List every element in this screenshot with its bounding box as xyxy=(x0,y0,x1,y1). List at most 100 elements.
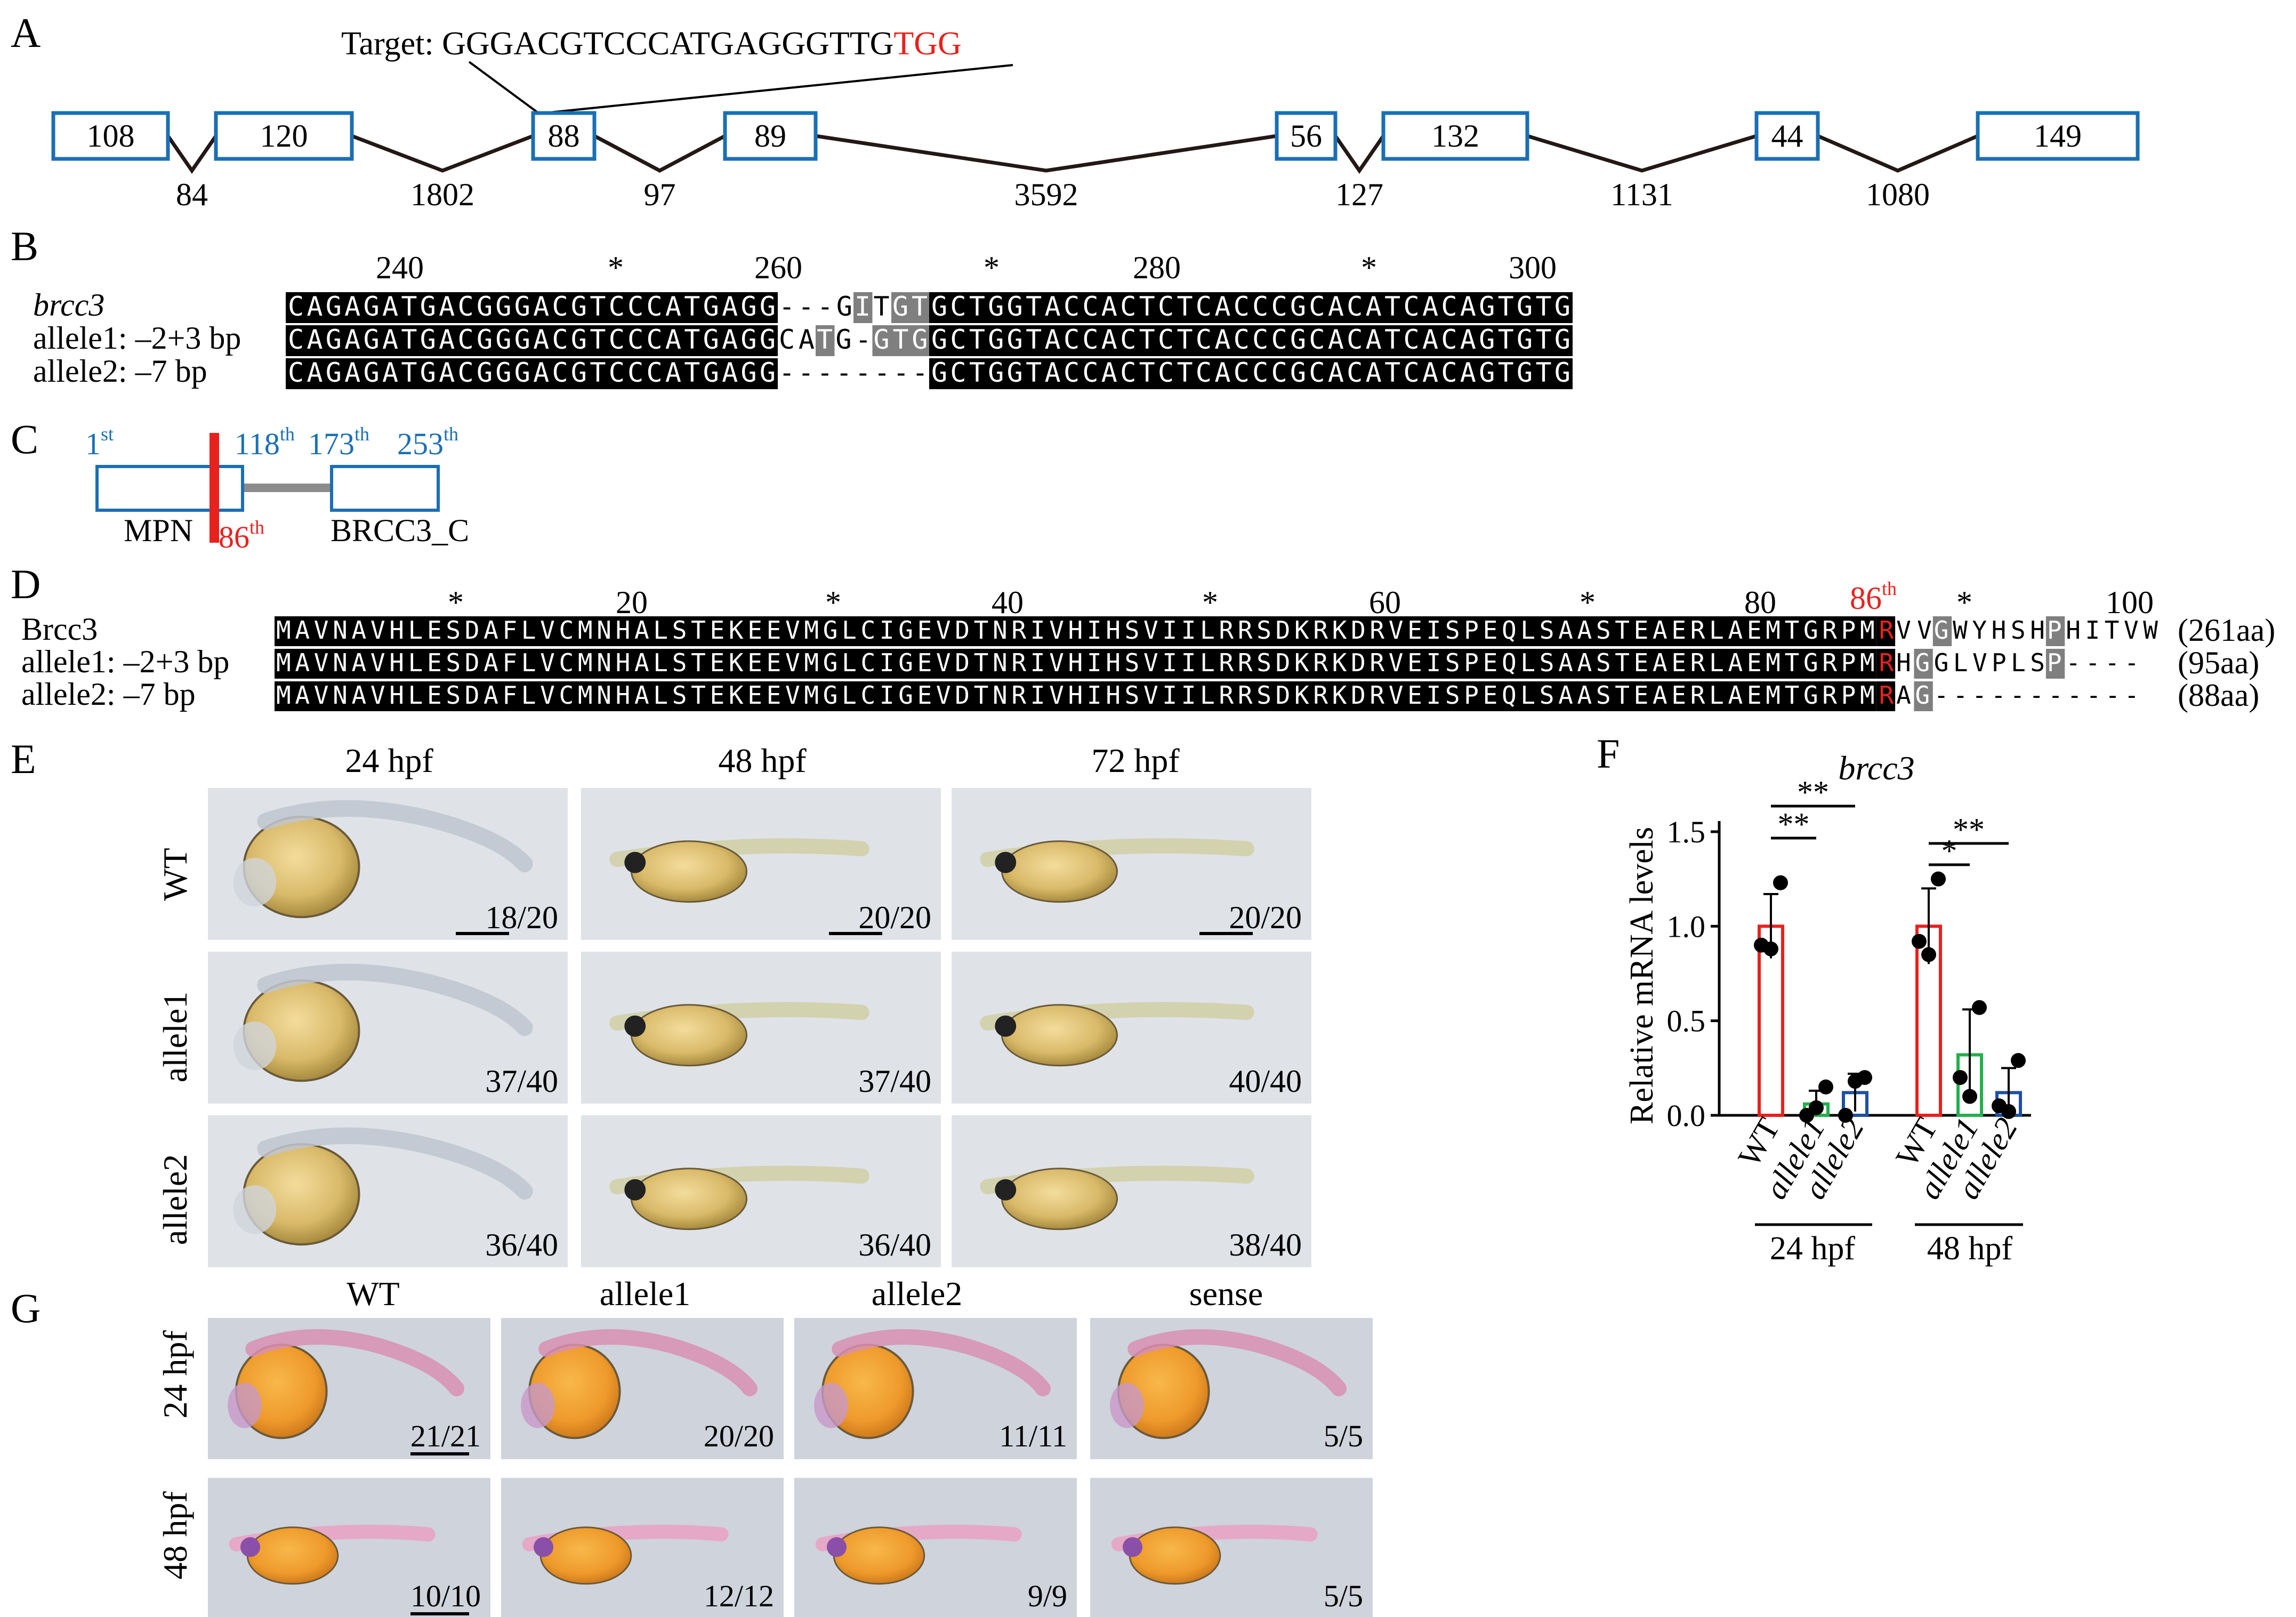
ruler-60: 60 xyxy=(1369,585,1401,620)
position-86th: 86th xyxy=(219,517,264,554)
embryo-tail xyxy=(832,1329,1051,1397)
residue-highlight xyxy=(2045,649,2065,679)
embryo-eye xyxy=(826,1537,847,1557)
conserved-block xyxy=(275,649,1876,679)
residue-86: R xyxy=(1879,681,1894,710)
embryo-yolk xyxy=(631,1004,747,1067)
exon-box xyxy=(1976,111,2140,161)
y-axis-label: Relative mRNA levels xyxy=(1624,827,1660,1124)
embryo-eye xyxy=(1122,1537,1143,1557)
embryo-yolk xyxy=(1001,1168,1118,1230)
protein-tail: G xyxy=(1915,648,1930,677)
protein-tail: HITVW xyxy=(2066,616,2158,645)
protein-tail: VV xyxy=(1896,616,1932,645)
y-tick-label: 0.5 xyxy=(1667,1004,1706,1039)
group-label: 48 hpf xyxy=(1927,1230,2013,1267)
embryo-eye xyxy=(995,1179,1017,1201)
ruler-80: 80 xyxy=(1744,585,1776,620)
embryo-head xyxy=(233,1021,277,1071)
in-situ-count: 11/11 xyxy=(999,1419,1067,1453)
embryo-count: 37/40 xyxy=(858,1064,931,1099)
position-173rd: 173th xyxy=(308,423,369,461)
protein-sequence: MAVNAVHLESDAFLVCMNHALSTEKEEVMGLCIGEVDTNR… xyxy=(276,648,1875,677)
embryo-yolk xyxy=(833,1526,925,1585)
exon-length: 108 xyxy=(87,118,135,154)
conserved-block xyxy=(929,358,1573,389)
ruler-star: * xyxy=(1580,585,1596,620)
protein-tail: WYHSH xyxy=(1953,616,2045,645)
panel-letter-b: B xyxy=(11,223,38,269)
conserved-block xyxy=(275,681,1876,711)
embryo-count: 36/40 xyxy=(485,1227,558,1262)
panel-letter-c: C xyxy=(11,416,38,462)
intron-line xyxy=(166,135,217,174)
embryo-yolk xyxy=(1001,840,1118,903)
row-label-allele2: allele2 xyxy=(156,1154,194,1245)
protein-length: (261aa) xyxy=(2178,613,2275,648)
position-118th: 118th xyxy=(235,423,295,461)
mutation-site-marker xyxy=(210,433,219,543)
y-tick-label: 0.0 xyxy=(1667,1098,1706,1133)
column-label-wt: WT xyxy=(347,1275,400,1313)
domain-label-mpn: MPN xyxy=(124,513,193,548)
column-label-24hpf: 24 hpf xyxy=(345,742,433,779)
exon-length: 149 xyxy=(2034,118,2082,154)
ruler-star: * xyxy=(1361,250,1377,285)
embryo-tail xyxy=(257,800,533,873)
intron-length: 97 xyxy=(644,177,676,212)
domain-label-brcc3-c: BRCC3_C xyxy=(331,513,469,548)
in-situ-count: 9/9 xyxy=(1028,1579,1067,1613)
in-situ-count: 10/10 xyxy=(410,1579,481,1613)
sequence-variant: T xyxy=(874,291,890,322)
residue-86: R xyxy=(1879,616,1894,645)
embryo-count: 20/20 xyxy=(1229,900,1302,935)
protein-tail: GLVPLS xyxy=(1934,648,2045,677)
embryo-tail xyxy=(538,1329,758,1397)
panel-e: E 24 hpf 48 hpf 72 hpf WT allele1 allele… xyxy=(11,736,1311,1267)
protein-tail: A xyxy=(1896,681,1911,710)
embryo-head xyxy=(814,1382,848,1428)
alignment-row-label: allele1: –2+3 bp xyxy=(33,320,241,356)
protein-sequence: MAVNAVHLESDAFLVCMNHALSTEKEEVMGLCIGEVDTNR… xyxy=(276,616,1875,645)
protein-tail: H xyxy=(1896,648,1911,677)
embryo-yolk xyxy=(631,1168,747,1230)
protein-tail: G xyxy=(1934,616,1949,645)
panel-g: G WT allele1 allele2 sense 24 hpf 48 hpf… xyxy=(11,1275,1373,1617)
exon-length: 132 xyxy=(1431,118,1479,154)
panel-letter-d: D xyxy=(11,561,41,607)
exon-box xyxy=(214,111,354,161)
intron-line xyxy=(1817,134,1979,173)
embryo-head xyxy=(233,1185,277,1234)
embryo-count: 37/40 xyxy=(485,1064,558,1099)
exon-box xyxy=(1275,111,1338,161)
panel-letter-a: A xyxy=(11,10,41,56)
embryo-count: 40/40 xyxy=(1229,1064,1302,1099)
data-point xyxy=(1912,934,1927,949)
in-situ-count: 20/20 xyxy=(704,1419,774,1453)
protein-tail: G xyxy=(1915,681,1930,710)
residue-86-bg xyxy=(1876,649,1896,679)
residue-highlight xyxy=(1932,616,1952,646)
row-label-allele1: allele1 xyxy=(156,992,194,1083)
protein-sequence: MAVNAVHLESDAFLVCMNHALSTEKEEVMGLCIGEVDTNR… xyxy=(276,681,1875,710)
data-point xyxy=(1773,875,1788,890)
exon-box xyxy=(531,111,597,161)
embryo-eye xyxy=(240,1537,261,1557)
ruler-100: 100 xyxy=(2106,585,2154,620)
conserved-block xyxy=(286,325,778,356)
embryo-yolk xyxy=(1129,1526,1221,1585)
pam-sequence: TGG xyxy=(893,26,961,62)
alignment-row-label: allele2: –7 bp xyxy=(33,353,207,389)
significance-mark: * xyxy=(1941,833,1957,868)
row-label-wt: WT xyxy=(156,848,194,901)
exon-length: 44 xyxy=(1771,118,1803,154)
exon-box xyxy=(723,111,818,161)
exon-length: 89 xyxy=(754,118,786,154)
position-253rd: 253th xyxy=(397,423,458,461)
